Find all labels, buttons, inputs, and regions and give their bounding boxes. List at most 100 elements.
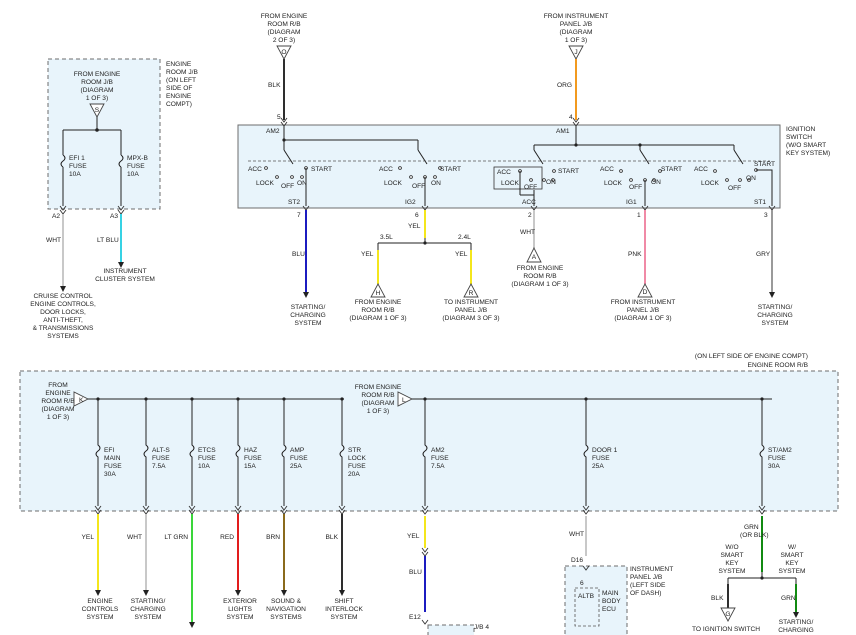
from-ip-d-1: PANEL J/B [627,307,660,314]
wire-label-blk-wo: BLK [711,595,724,602]
to-ip3-2: (DIAGRAM 3 OF 3) [442,315,499,322]
fuse-label-5-3: 20A [348,471,360,478]
fuse-label-3-2: 15A [244,463,256,470]
connector-a-label: A [532,254,537,261]
from-er-a-2: (DIAGRAM 1 OF 3) [511,281,568,288]
fuse-symbol-5 [339,399,345,506]
dest-5-0: SHIFT [334,598,353,605]
from-er-a-1: ROOM R/B [523,273,557,280]
erjb-title-1: ROOM J/B [166,69,198,76]
w-smart-0: W/ [788,544,796,551]
fuse-symbol-7 [583,399,589,506]
bottom-right-extras: YEL BLU E12 J/B 4 WHT D16 INSTRUMENT PAN… [407,516,814,635]
src-er2-0: FROM ENGINE [261,13,308,20]
from-k-4: 1 OF 3) [47,414,69,421]
dest-1-0: STARTING/ [131,598,166,605]
dest-0-0: ENGINE [87,598,113,605]
st-chg2-2: SYSTEM [761,320,788,327]
erjb-title-0: ENGINE [166,61,192,68]
dest-5-2: SYSTEM [330,614,357,621]
pin-6: 6 [415,212,419,219]
st-chg3-1: CHARGING [778,627,814,634]
from-k-2: ROOM R/B [41,398,75,405]
connector-j-triangle [568,45,584,60]
fuse-label-4-1: FUSE [290,455,308,462]
cruise-3: ANTI-THEFT, [43,317,83,324]
grn-or-1: (OR BLK) [740,532,769,539]
fuse-label-0-1: MAIN [104,455,121,462]
sw5-on: ON [746,175,756,182]
to-ignition-switch: TO IGNITION SWITCH [692,626,760,633]
from-l-3: 1 OF 3) [367,408,389,415]
wire-label-wht: WHT [520,229,535,236]
dest-3-1: LIGHTS [228,606,252,613]
ignition-output-wires: 7 6 2 1 3 BLU STARTING/ CHARGING SYSTEM … [290,205,793,327]
sw1-start: START [311,166,332,173]
sw3-off: OFF [524,184,537,191]
ign-title-3: KEY SYSTEM) [786,150,830,157]
st-chg1-2: SYSTEM [294,320,321,327]
fuse-label-7-2: 25A [592,463,604,470]
efi1-fuse-0: EFI 1 [69,155,85,162]
wire-label-5: BLK [326,534,339,541]
connector-d-triangle [637,283,653,298]
erjb-title-2: (ON LEFT [166,77,196,84]
wo-smart-1: SMART [721,552,744,559]
altb-pin: 6 [580,580,584,587]
erjb-from-0: FROM ENGINE [74,71,121,78]
fuse-label-6-1: FUSE [431,455,449,462]
sw3-lock: LOCK [501,180,520,187]
fuse-label-6-0: AM2 [431,447,445,454]
dest-3-0: EXTERIOR [223,598,257,605]
sw5-lock: LOCK [701,180,720,187]
fuse-label-8-2: 30A [768,463,780,470]
from-k-3: (DIAGRAM [42,406,75,413]
sw4-off: OFF [629,184,642,191]
connector-s-label: S [95,107,100,114]
w-smart-1: SMART [781,552,804,559]
sw4-lock: LOCK [604,180,623,187]
to-er-2: (DIAGRAM 1 OF 3) [349,315,406,322]
connector-k-triangle [73,391,90,407]
ign-title-0: IGNITION [786,126,816,133]
from-er-a-0: FROM ENGINE [517,265,564,272]
wire-label-yel-am2: YEL [407,533,420,540]
connector-o-label: O [281,49,286,56]
term-acc: ACC [522,199,536,206]
wire-label-1: WHT [127,534,142,541]
from-k-0: FROM [48,382,67,389]
st-chg2-1: CHARGING [757,312,793,319]
pin-3: 3 [764,212,768,219]
connector-g-label: G [725,611,730,618]
wire-label-pnk: PNK [628,251,642,258]
dest-4-2: SYSTEMS [270,614,302,621]
w-smart-3: SYSTEM [778,568,805,575]
conn-e12: E12 [409,614,421,621]
sw5-off: OFF [728,185,741,192]
connector-s-triangle [89,103,105,118]
fuse-label-0-2: FUSE [104,463,122,470]
src-er2-2: (DIAGRAM [268,29,301,36]
wire-label-blu-am2: BLU [409,569,422,576]
ipjb-0: INSTRUMENT [630,566,673,573]
pin-a3: A3 [110,213,118,220]
fuse-label-3-1: FUSE [244,455,262,462]
label-35l: 3.5L [380,234,393,241]
wire-label-yel-l: YEL [361,251,374,258]
sw3-start: START [558,168,579,175]
connector-h-triangle [370,283,386,298]
dest-0-2: SYSTEM [86,614,113,621]
sw2-off: OFF [412,183,425,190]
cruise-0: CRUISE CONTROL [34,293,93,300]
sw1-lock: LOCK [256,180,275,187]
pin-a2: A2 [52,213,60,220]
jb4-label: J/B 4 [474,624,489,631]
cruise-1: ENGINE CONTROLS, [30,301,96,308]
st-chg2-0: STARTING/ [758,304,793,311]
label-24l: 2.4L [458,234,471,241]
wire-label-wht-door: WHT [569,531,584,538]
mpxb-fuse-1: FUSE [127,163,145,170]
